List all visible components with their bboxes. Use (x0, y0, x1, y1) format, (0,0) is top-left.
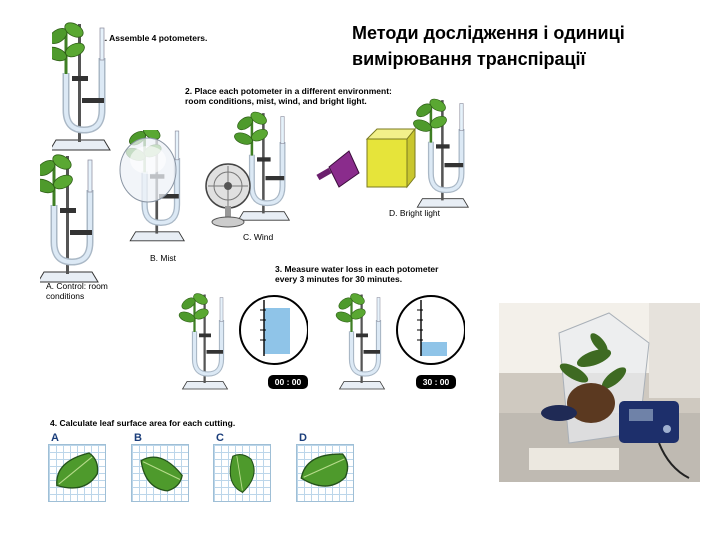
leaf-grid-a (48, 444, 106, 502)
slide-title: Методи дослідження і одиниці вимірювання… (352, 23, 625, 69)
timer-end-badge: 30 : 00 (416, 375, 456, 389)
leaf-label-a: A (51, 432, 59, 444)
potometer-mist-illustration (119, 130, 202, 250)
potometer-bright-light-illustration (316, 95, 475, 215)
leaf-grid-c (213, 444, 271, 502)
potometer-control-illustration (40, 150, 110, 290)
step-3-text: 3. Measure water loss in each potometer … (275, 264, 439, 284)
potometer-start-illustration (178, 290, 308, 395)
potometer-end-illustration (335, 290, 465, 395)
leaf-label-c: C (216, 432, 224, 444)
step-2-text: 2. Place each potometer in a different e… (185, 86, 392, 106)
caption-mist: B. Mist (150, 253, 176, 263)
step-4-text: 4. Calculate leaf surface area for each … (50, 418, 236, 428)
caption-bright-light: D. Bright light (389, 208, 441, 218)
leaf-grid-b (131, 444, 189, 502)
leaf-label-b: B (134, 432, 142, 444)
leaf-grid-d (296, 444, 354, 502)
caption-wind: C. Wind (243, 232, 274, 242)
caption-control: A. Control: room conditions (46, 281, 108, 301)
leaf-label-d: D (299, 432, 307, 444)
timer-start-badge: 00 : 00 (268, 375, 308, 389)
potometer-wind-illustration (205, 108, 310, 228)
experiment-photo (499, 303, 700, 482)
